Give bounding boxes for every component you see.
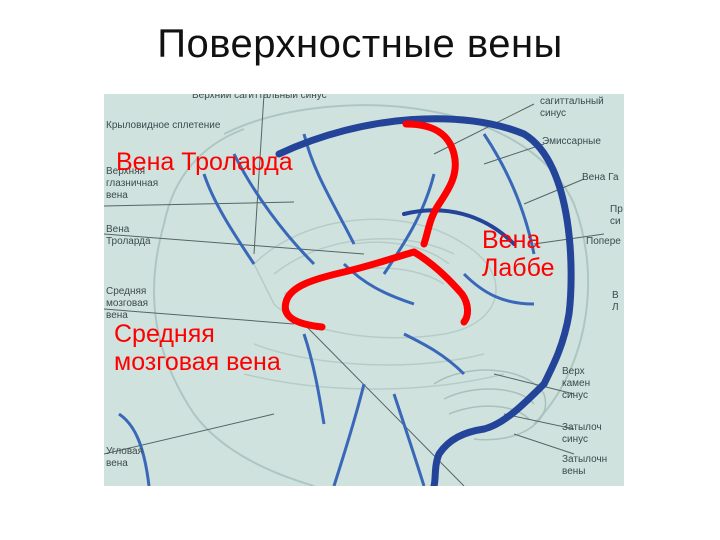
label-angular-vein: Угловая вена xyxy=(106,446,144,469)
inferior-sagittal-sinus xyxy=(402,208,516,246)
label-straight-sinus: Пр си xyxy=(610,204,623,227)
label-superior-petrosal-sinus: Верх камен синус xyxy=(562,366,591,401)
label-middle-cerebral-left: Средняя мозговая вена xyxy=(106,286,149,321)
label-superior-ophthalmic-vein: Верхняя глазничная вена xyxy=(106,166,159,201)
label-occipital-sinus: Затылоч синус xyxy=(562,422,602,445)
pointer-lines xyxy=(104,94,605,486)
label-emissary: Эмиссарные xyxy=(542,136,601,147)
highlighted-veins xyxy=(281,120,471,331)
anatomy-drawing xyxy=(104,94,624,486)
annotation-labbe-vein: Вена Лаббе xyxy=(482,226,555,282)
label-trolard-left: Вена Троларда xyxy=(106,224,151,247)
venous-sinuses xyxy=(275,115,575,486)
annotation-middle-cerebral-vein: Средняя мозговая вена xyxy=(114,320,281,376)
transverse-sinus xyxy=(480,380,548,433)
labbe-vein-path xyxy=(410,248,471,326)
label-transverse-sinus: Попере xyxy=(586,236,621,247)
label-right-v: В Л xyxy=(612,290,619,313)
cortical-veins xyxy=(118,133,536,486)
superior-sagittal-sinus xyxy=(275,115,575,388)
label-superior-sagittal-sinus: Верхний сагиттальный синус xyxy=(192,94,327,101)
label-occipital-veins: Затылочн вены xyxy=(562,454,608,477)
trolard-vein-path xyxy=(402,120,459,248)
label-galen-vein: Вена Га xyxy=(582,172,619,183)
sigmoid-sinus xyxy=(430,425,488,486)
label-pterygoid-plexus: Крыловидное сплетение xyxy=(106,120,221,131)
annotation-trolard-vein: Вена Троларда xyxy=(116,148,293,176)
middle-cerebral-vein-path xyxy=(281,248,418,331)
slide-title: Поверхностные вены xyxy=(157,22,563,66)
label-sagittal-sinus-right: сагиттальный синус xyxy=(540,96,604,119)
anatomy-figure: Верхний сагиттальный синус Крыловидное с… xyxy=(104,94,624,486)
